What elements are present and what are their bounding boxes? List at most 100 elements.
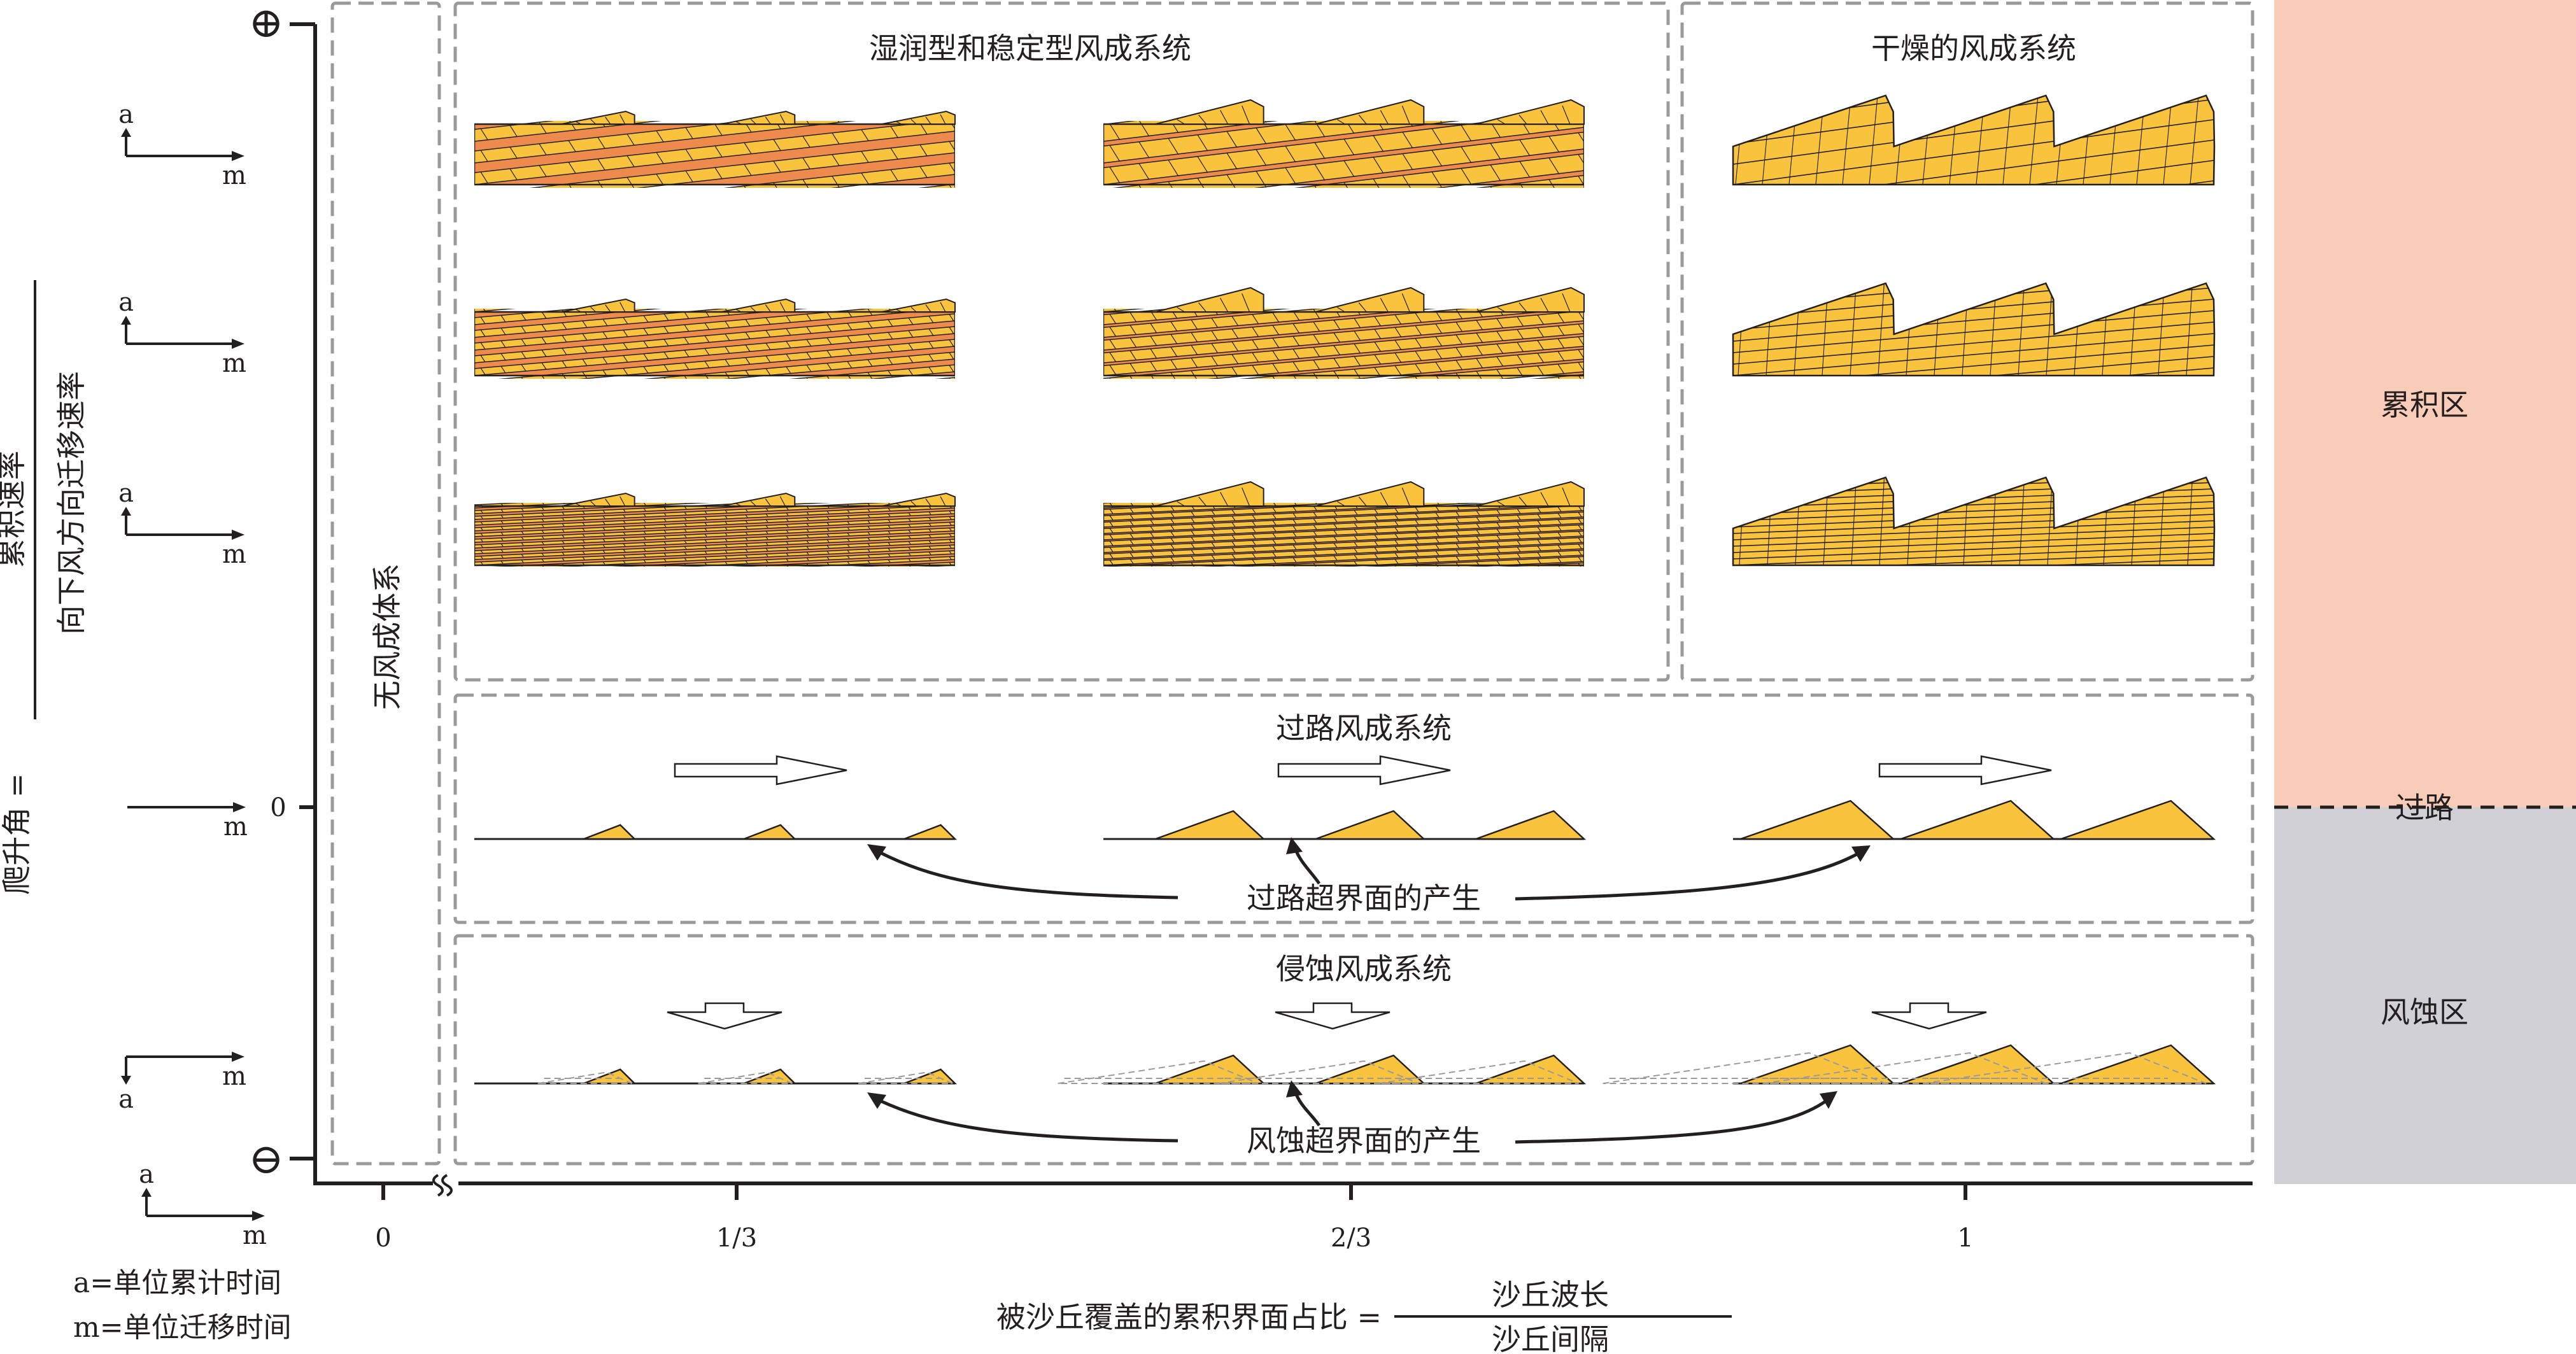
bypass-wind-arrow-2 — [1277, 755, 1451, 786]
cross-sections — [474, 94, 2216, 1085]
y-axis-lhs: 爬升角 = — [0, 773, 34, 894]
dune — [1475, 810, 1587, 840]
dune — [1475, 481, 1585, 507]
vector-negative: ma — [118, 1052, 246, 1114]
y-axis-plus-symbol: ⊕ — [248, 0, 283, 47]
section-stable-medium — [1103, 309, 1584, 379]
erosion-arrow-3 — [1871, 1002, 1987, 1030]
panel-title-dry: 干燥的风成系统 — [1871, 31, 2076, 66]
vector-zero: m — [127, 802, 248, 842]
eroded-dune-outline — [1058, 1060, 1259, 1084]
bypass-zone-label: 过路 — [2395, 791, 2454, 825]
y-axis-minus-symbol: ⊖ — [248, 1134, 283, 1183]
y-axis-formula: 爬升角 = 累积速率 向下风方向迁移速率 — [0, 280, 88, 895]
m-label: m — [243, 1221, 267, 1250]
y-axis-denominator: 向下风方向迁移速率 — [54, 371, 88, 635]
dune — [1475, 99, 1585, 125]
section-wet-steep — [474, 121, 955, 188]
erosion-zone-label: 风蚀区 — [2381, 995, 2468, 1029]
panel-title-erosional: 侵蚀风成系统 — [1276, 952, 1452, 986]
panel-erosional — [453, 934, 2254, 1166]
dune — [721, 298, 796, 313]
panel-frames — [330, 1, 2254, 1166]
section-bypass-3 — [1733, 800, 2216, 840]
y-axis-numerator: 累积速率 — [0, 451, 29, 568]
panel-dry — [1680, 1, 2254, 682]
legend-a-definition: a=单位累计时间 — [73, 1267, 281, 1299]
section-bypass-2 — [1103, 810, 1587, 840]
section-dry-shallow — [1732, 476, 2216, 567]
erosion-arrow-2 — [1275, 1002, 1391, 1030]
x-tick-1-3: 1/3 — [716, 1224, 757, 1253]
dune — [881, 298, 956, 313]
a-label: a — [139, 1160, 154, 1189]
panel-no-aeolian — [330, 1, 441, 1166]
dune — [721, 492, 796, 507]
dune — [1315, 481, 1425, 507]
section-stable-shallow — [1103, 503, 1584, 567]
erosion-surface-label: 风蚀超界面的产生 — [1247, 1124, 1481, 1158]
dune — [1900, 800, 2056, 840]
section-dry-medium — [1732, 282, 2216, 377]
m-label: m — [222, 161, 246, 190]
dune — [903, 824, 958, 840]
dune — [561, 110, 635, 125]
dune — [743, 824, 797, 840]
panel-title-bypass: 过路风成系统 — [1276, 711, 1452, 745]
panel-title-no-aeolian: 无风成体系 — [370, 563, 404, 710]
vector-shallow: ma — [118, 479, 246, 569]
panel-title-wet-stable: 湿润型和稳定型风成系统 — [869, 31, 1191, 66]
section-erosion-1 — [474, 1068, 958, 1085]
dune — [903, 1068, 958, 1085]
vector-steep: ma — [118, 100, 246, 190]
annotation-bypass: 过路超界面的产生 — [867, 837, 1871, 915]
dune — [561, 492, 635, 507]
bypass-wind-arrow-1 — [674, 755, 847, 786]
x-tick-0: 0 — [375, 1224, 391, 1253]
vector-medium: ma — [118, 288, 246, 378]
x-tick-1: 1 — [1957, 1224, 1973, 1253]
eroded-dune-outline — [1763, 1052, 2046, 1084]
a-label: a — [118, 100, 134, 129]
dune — [583, 824, 637, 840]
dune — [1740, 800, 1895, 840]
annotation-erosion: 风蚀超界面的产生 — [867, 1080, 1837, 1158]
a-label: a — [118, 288, 134, 317]
dune — [1155, 286, 1264, 313]
dune — [1315, 810, 1426, 840]
x-axis-lhs: 被沙丘覆盖的累积界面占比 = — [996, 1300, 1382, 1334]
a-label: a — [118, 1085, 134, 1114]
dune — [561, 298, 635, 313]
dune — [881, 492, 956, 507]
legend-m-definition: m=单位迁移时间 — [73, 1311, 292, 1344]
dune — [881, 110, 956, 125]
dune — [2060, 800, 2216, 840]
m-label: m — [222, 1062, 246, 1091]
panel-wet-stable — [453, 1, 1670, 682]
eroded-dune-outline — [1378, 1060, 1579, 1084]
erosion-zone-bar — [2274, 807, 2576, 1184]
x-axis-numerator: 沙丘波长 — [1492, 1278, 1609, 1312]
dune — [1315, 99, 1425, 125]
panel-bypass — [453, 693, 2254, 924]
erosion-arrow-1 — [667, 1002, 782, 1030]
section-wet-medium — [474, 309, 955, 379]
a-label: a — [118, 479, 134, 508]
y-axis-zero-label: 0 — [270, 793, 286, 822]
section-bypass-1 — [474, 824, 958, 840]
x-axis-formula: 被沙丘覆盖的累积界面占比 = 沙丘波长 沙丘间隔 — [996, 1278, 1732, 1354]
section-dry-steep — [1732, 94, 2216, 186]
m-label: m — [222, 540, 246, 569]
m-label: m — [222, 349, 246, 378]
dune — [1475, 286, 1585, 313]
x-tick-2-3: 2/3 — [1331, 1224, 1371, 1253]
eroded-dune-outline — [1923, 1052, 2207, 1084]
eroded-dune-outline — [1218, 1060, 1419, 1084]
section-erosion-2 — [1058, 1054, 1587, 1085]
x-axis-denominator: 沙丘间隔 — [1492, 1322, 1609, 1354]
dune — [1155, 810, 1266, 840]
dune — [583, 1068, 637, 1085]
dune — [1315, 286, 1425, 313]
